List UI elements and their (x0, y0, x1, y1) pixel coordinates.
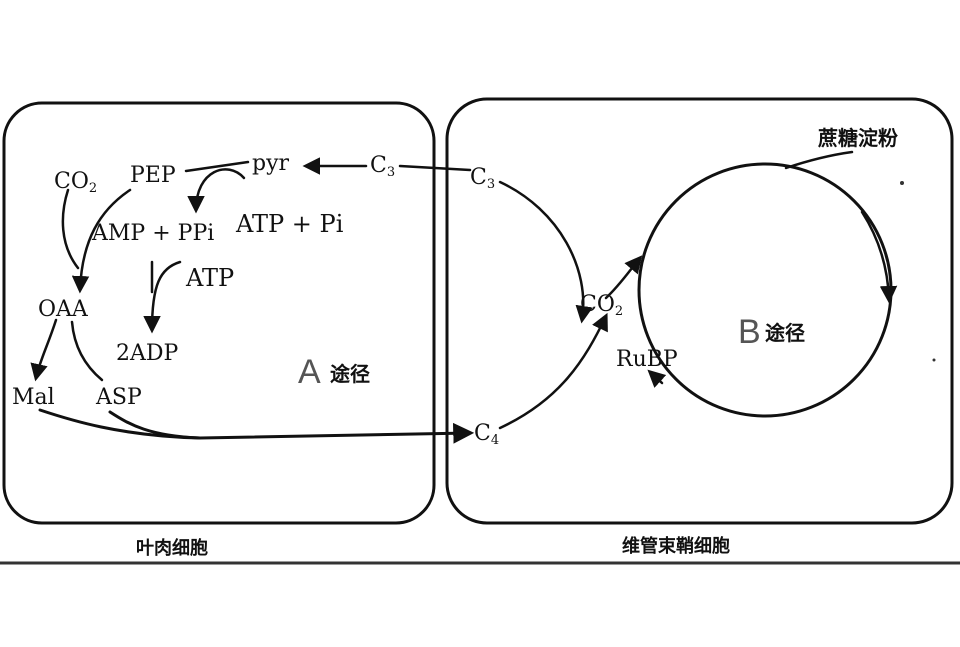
mal-to-c4-line (38, 408, 202, 440)
oaa-to-mal-arrow (30, 318, 58, 382)
co2-to-oaa-line (61, 188, 80, 270)
sucrose-starch-label: 蔗糖淀粉 (817, 126, 898, 150)
adp-label: 2ADP (116, 341, 179, 366)
path-b-word: 途径 (765, 321, 805, 345)
pep-label: PEP (130, 163, 176, 188)
mesophyll-co2-label: CO2 (54, 169, 97, 196)
atp-consumption-arrow (187, 168, 246, 214)
bundle-c3-label: C3 (470, 165, 495, 192)
bundle-co2-label: CO2 (580, 292, 623, 319)
bundle-sheath-cell-label: 维管束鞘细胞 (622, 535, 730, 557)
oaa-label: OAA (38, 297, 89, 322)
mesophyll-c3-label: C3 (370, 153, 395, 180)
oaa-to-asp-line (70, 320, 104, 382)
rubp-label: RuBP (616, 347, 678, 372)
asp-to-c4-line (108, 410, 202, 440)
mal-label: Mal (12, 385, 55, 410)
calvin-cycle-circle (637, 162, 893, 418)
scan-speck (900, 181, 904, 185)
c4-transport-arrow (198, 422, 475, 444)
asp-label: ASP (95, 385, 142, 410)
mesophyll-cell-outline (2, 101, 436, 525)
atp-label: ATP (185, 264, 234, 292)
bundle-sheath-cell-outline (445, 97, 954, 525)
pyr-label: pyr (252, 151, 290, 176)
pep-pyr-line (184, 160, 250, 173)
rubp-regeneration-arrow (647, 369, 667, 388)
pep-to-oaa-arrow (71, 188, 132, 294)
scan-speck (932, 358, 936, 362)
c3-transport-line (398, 164, 472, 172)
c4-to-co2-arrow (498, 312, 608, 430)
adp-arrow (143, 260, 182, 334)
calvin-cycle-direction-arrow (860, 210, 898, 304)
mesophyll-cell-label: 叶肉细胞 (136, 537, 208, 559)
c3-to-co2-arrow (498, 180, 593, 324)
products-branch-line (784, 150, 854, 170)
path-b-letter: B (738, 313, 761, 351)
bundle-c4-label: C4 (474, 421, 499, 448)
co2-to-calvin-arrow (604, 255, 643, 300)
amp-ppi-label: AMP + PPi (91, 221, 214, 246)
atp-pi-label: ATP + Pi (235, 210, 344, 238)
path-a-letter: A (298, 353, 321, 391)
path-a-word: 途径 (330, 362, 370, 386)
